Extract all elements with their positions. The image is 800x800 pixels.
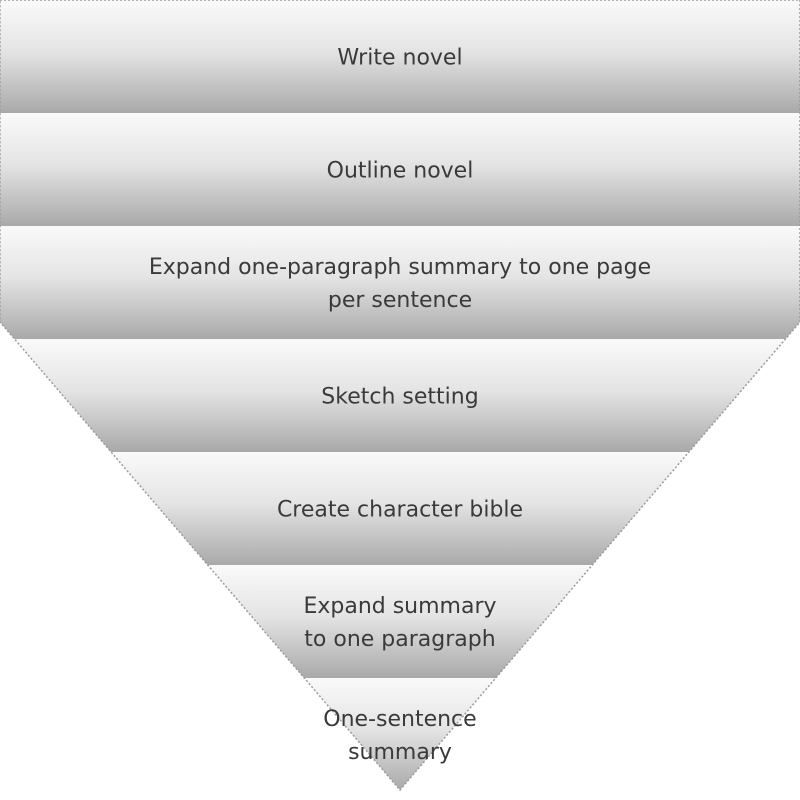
funnel-layer-3-line-1: Expand one-paragraph summary to one page	[149, 255, 651, 280]
funnel-layer-4-line-1: Sketch setting	[321, 385, 478, 410]
funnel-layer-3-line-2: per sentence	[328, 288, 472, 313]
funnel-layer-2-label: Outline novel	[327, 159, 474, 184]
funnel-layer-7	[0, 678, 800, 790]
funnel-layer-2-line-1: Outline novel	[327, 159, 474, 184]
funnel-layer-3-label: Expand one-paragraph summary to one page…	[149, 255, 651, 313]
funnel-layer-7-line-2: summary	[348, 740, 452, 765]
funnel-layer-1	[0, 0, 800, 114]
funnel-layer-1-label: Write novel	[337, 46, 462, 71]
funnel-layer-2	[0, 113, 800, 227]
funnel-layer-5-line-1: Create character bible	[277, 498, 523, 523]
funnel-layer-6-label: Expand summary to one paragraph	[303, 594, 496, 652]
funnel-layer-6-line-2: to one paragraph	[304, 627, 495, 652]
funnel-layer-6-line-1: Expand summary	[303, 594, 496, 619]
funnel-layer-1-line-1: Write novel	[337, 46, 462, 71]
funnel-layer-3	[0, 226, 800, 340]
funnel-layer-5-label: Create character bible	[277, 498, 523, 523]
funnel-layer-4-label: Sketch setting	[321, 385, 478, 410]
funnel-layer-7-label: One-sentence summary	[323, 707, 476, 765]
funnel-layer-4	[0, 339, 800, 453]
funnel-layer-7-line-1: One-sentence	[323, 707, 476, 732]
funnel-layer-6	[0, 565, 800, 679]
